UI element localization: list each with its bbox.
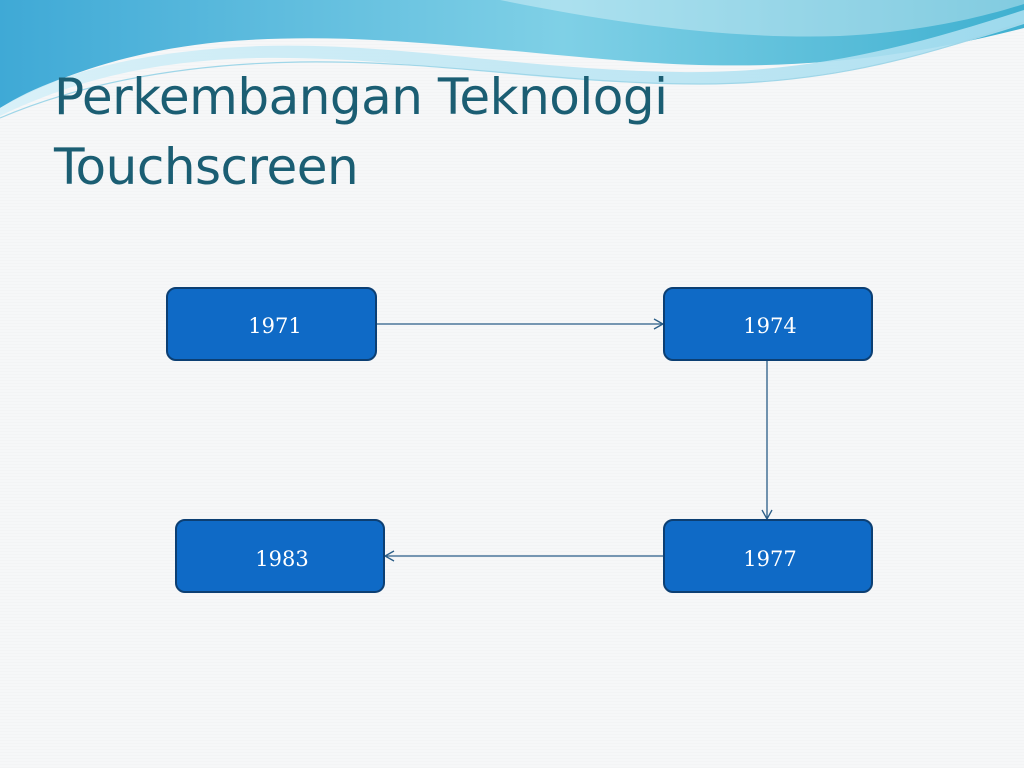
- node-box: [166, 287, 377, 361]
- node-1977[interactable]: 1977: [663, 519, 873, 593]
- node-1974[interactable]: 1974: [663, 287, 873, 361]
- node-box: [175, 519, 385, 593]
- node-label: 1977: [743, 547, 796, 571]
- slide-title-line-2: Touchscreen: [54, 138, 359, 196]
- slide-title-line-1: Perkembangan Teknologi: [54, 68, 668, 126]
- header-wave-decoration: [0, 0, 1024, 119]
- node-box: [663, 287, 873, 361]
- node-1983[interactable]: 1983: [175, 519, 385, 593]
- node-label: 1971: [248, 314, 301, 338]
- node-1971[interactable]: 1971: [166, 287, 377, 361]
- node-label: 1983: [255, 547, 308, 571]
- node-label: 1974: [743, 314, 796, 338]
- node-box: [663, 519, 873, 593]
- slide-title: Perkembangan Teknologi Touchscreen: [54, 62, 954, 202]
